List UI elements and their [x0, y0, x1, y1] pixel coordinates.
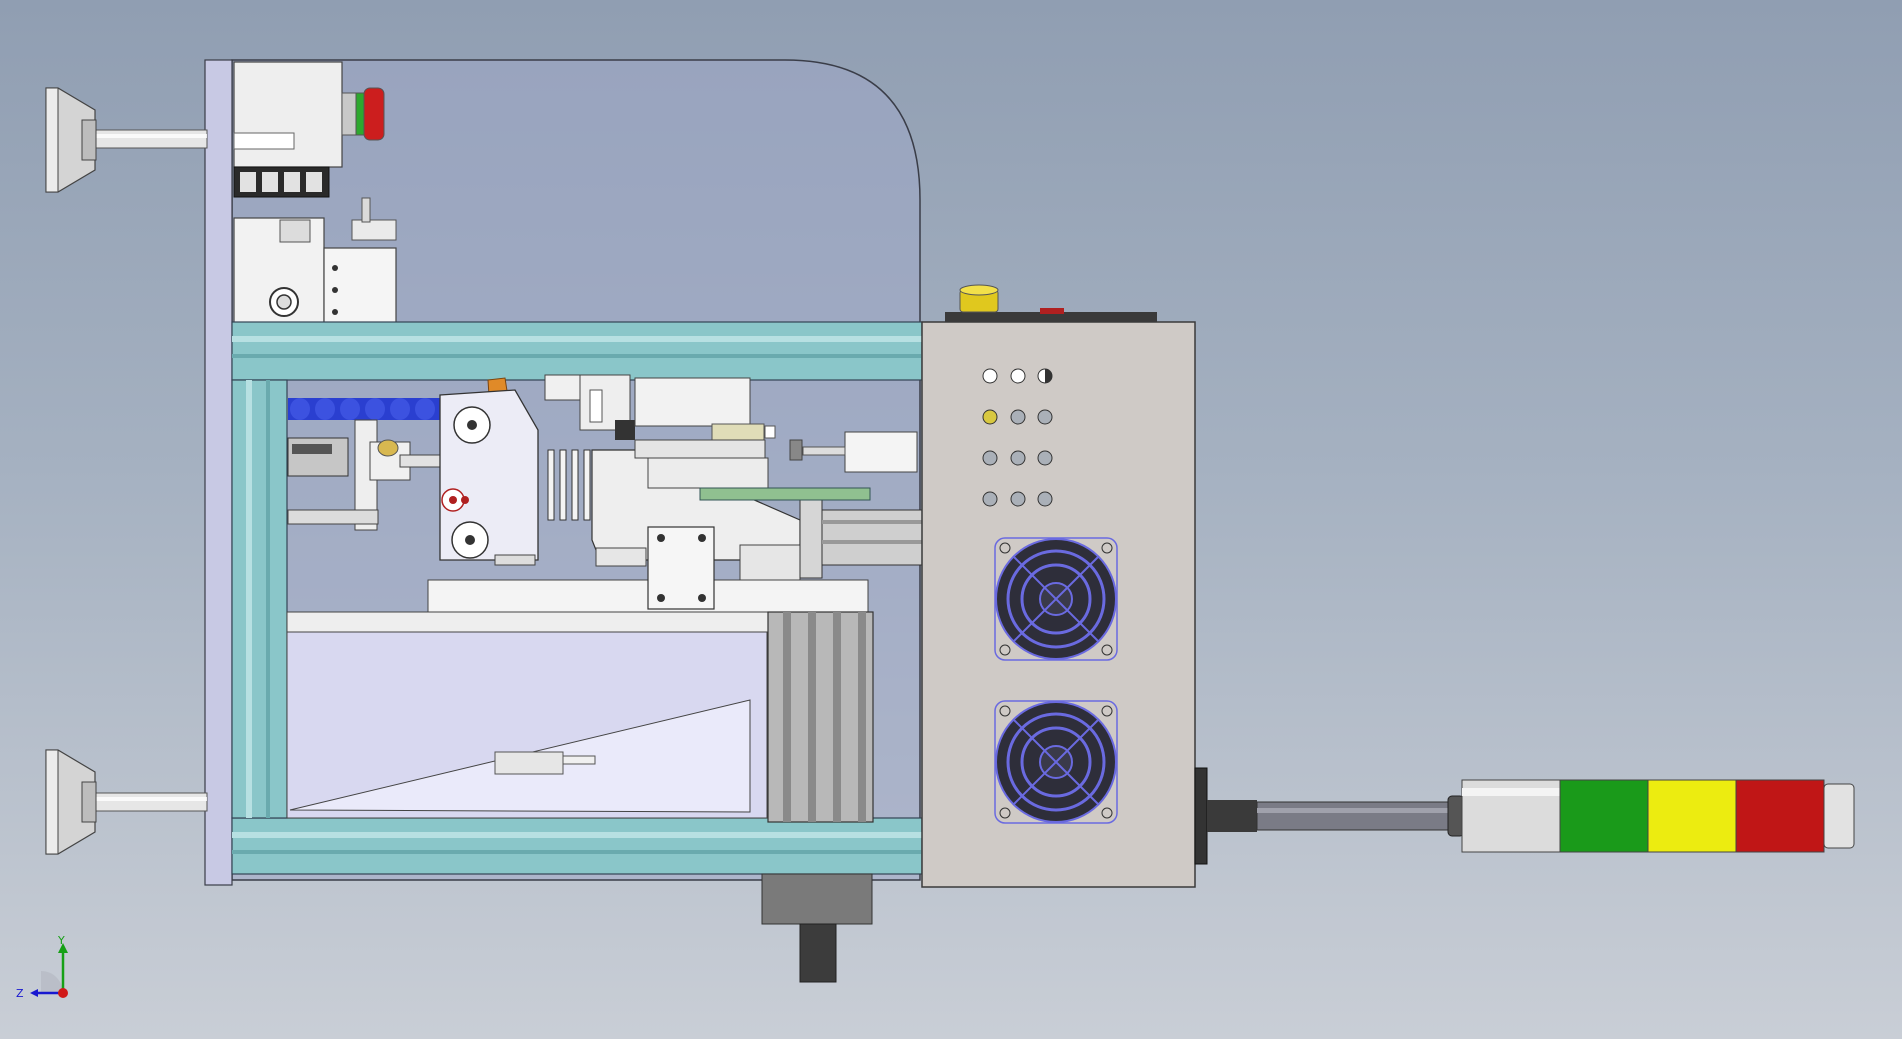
left-side-plate[interactable] — [204, 59, 233, 886]
cooling-fan-icon[interactable] — [994, 537, 1118, 661]
servo-motor[interactable] — [761, 611, 874, 983]
machine-handle-icon[interactable] — [45, 87, 208, 193]
cooling-fan-icon[interactable] — [994, 700, 1118, 824]
upper-clamp-assembly[interactable] — [544, 374, 918, 501]
z-axis-label: Z — [16, 987, 24, 1000]
signal-tower-icon[interactable] — [1194, 767, 1855, 865]
top-module-housing[interactable] — [233, 61, 343, 168]
left-bracket-assembly[interactable] — [287, 419, 441, 531]
guide-rails[interactable] — [547, 449, 591, 521]
emergency-stop-button[interactable] — [341, 87, 385, 141]
indicator-light-grid[interactable] — [982, 368, 1053, 507]
cutter-head[interactable] — [439, 389, 539, 566]
y-axis-label: Y — [57, 935, 65, 947]
coordinate-triad-icon: Y Z — [16, 935, 68, 1000]
machine-handle-icon[interactable] — [45, 749, 208, 855]
reset-button[interactable] — [959, 284, 999, 313]
cable-chain[interactable] — [233, 166, 330, 198]
coolant-hose[interactable] — [288, 377, 511, 420]
